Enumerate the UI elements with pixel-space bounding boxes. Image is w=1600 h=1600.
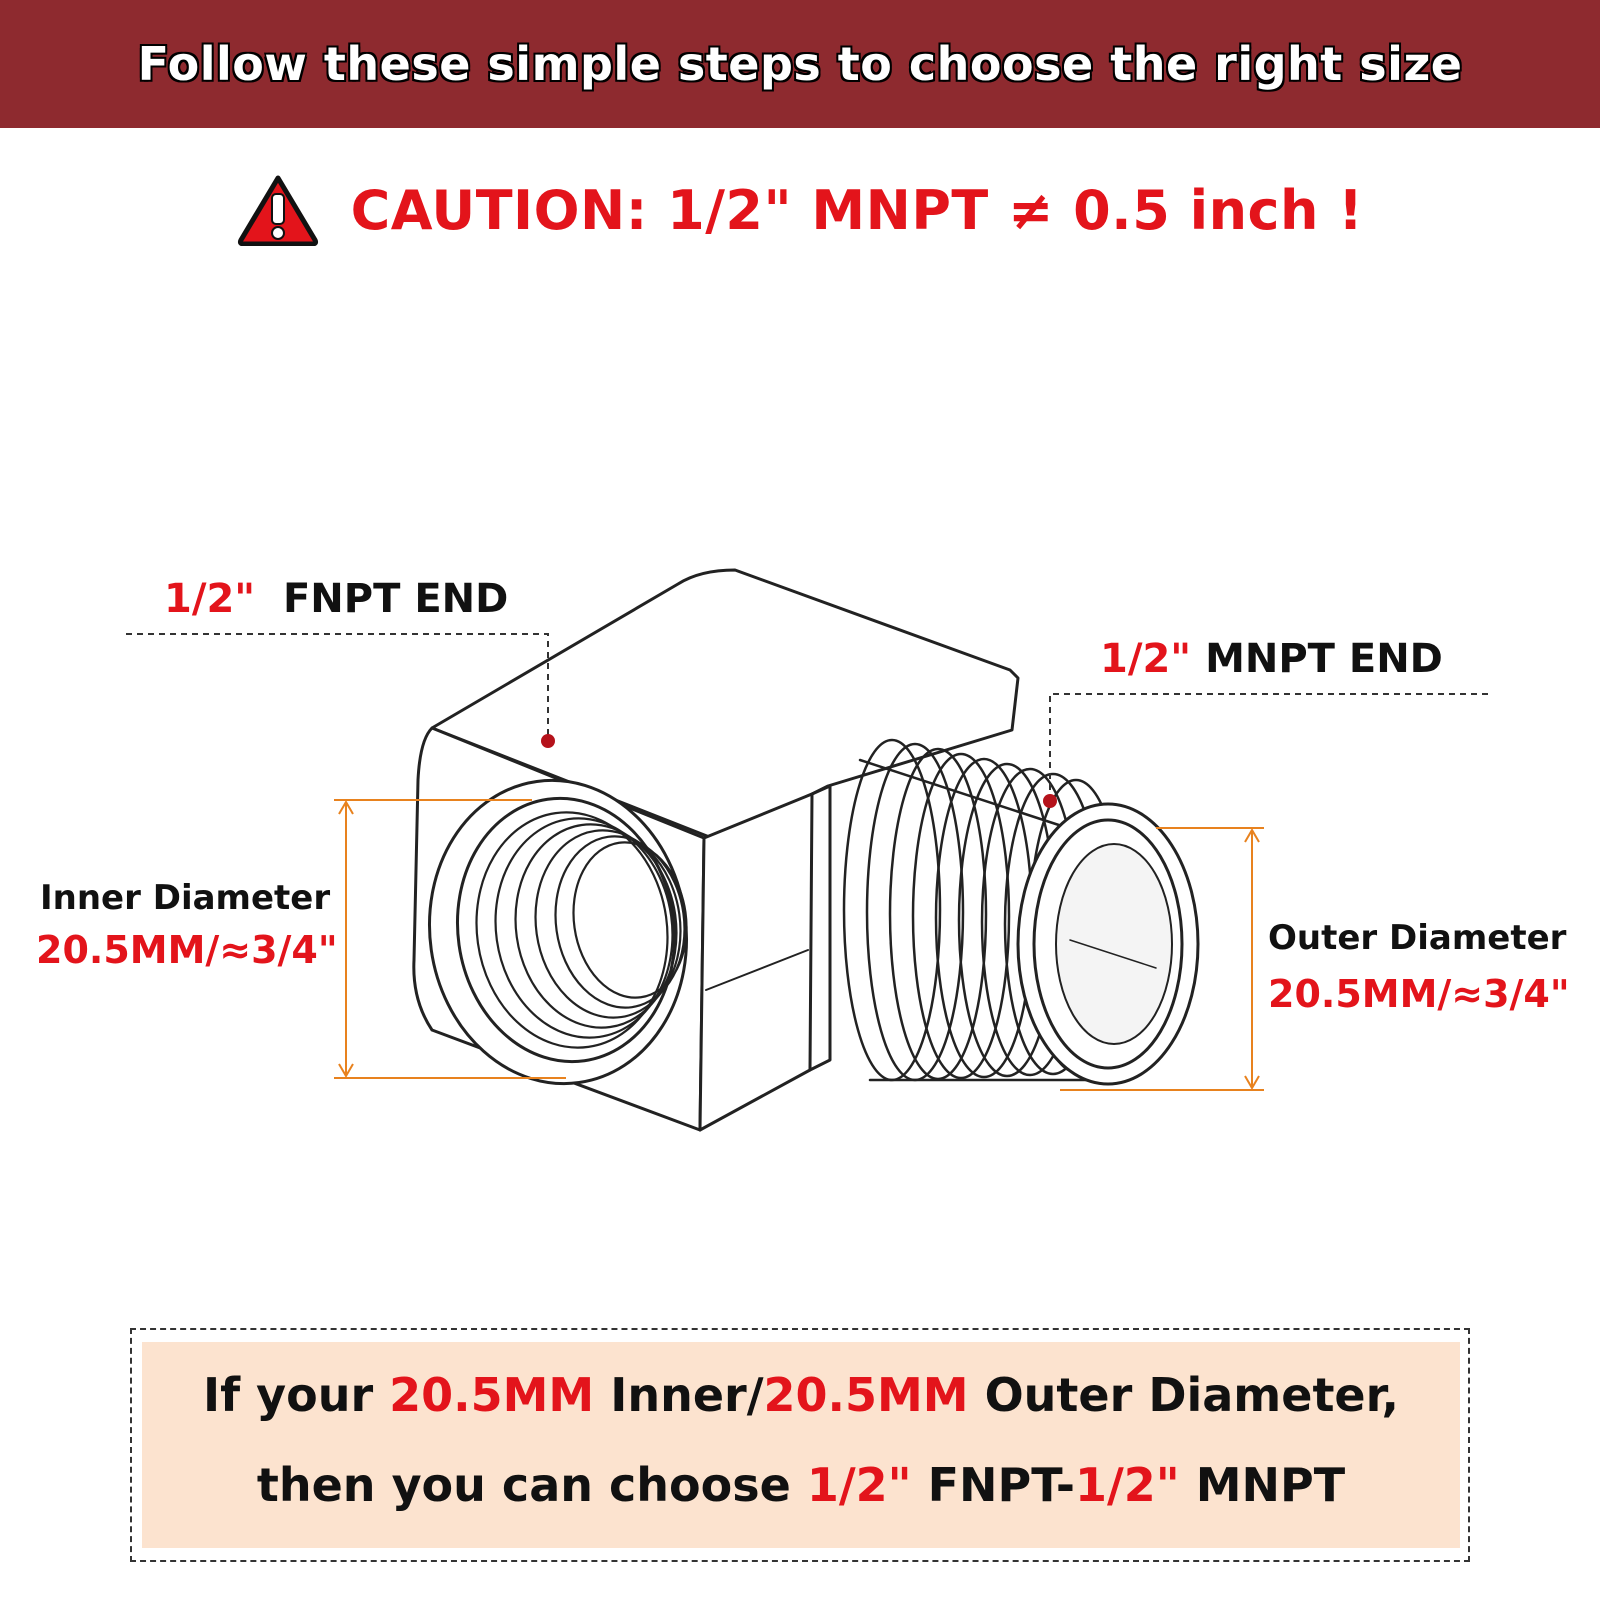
note-line1-text-a: If your [202, 1368, 390, 1422]
outer-diameter-title: Outer Diameter [1268, 918, 1567, 958]
note-mnpt-size: 1/2" [1074, 1458, 1180, 1512]
header-banner: Follow these simple steps to choose the … [0, 0, 1600, 128]
mnpt-end-size: 1/2" [1100, 636, 1192, 682]
note-box [142, 1342, 1460, 1548]
fnpt-leader-line [126, 633, 555, 748]
note-outer-value: 20.5MM [763, 1368, 969, 1422]
banner-title: Follow these simple steps to choose the … [136, 36, 1463, 93]
warning-triangle-icon [237, 175, 318, 246]
note-line-1: If your 20.5MM Inner/20.5MM Outer Diamet… [142, 1368, 1460, 1422]
fnpt-end-label: 1/2" FNPT END [164, 576, 508, 622]
caution-line: CAUTION: 1/2" MNPT ≠ 0.5 inch ! [0, 170, 1600, 250]
note-line1-text-b: Inner/ [594, 1368, 764, 1422]
caution-text: CAUTION: 1/2" MNPT ≠ 0.5 inch ! [350, 178, 1364, 242]
mnpt-end-label: 1/2" MNPT END [1100, 636, 1443, 682]
note-fnpt-size: 1/2" [806, 1458, 912, 1512]
note-dashed-frame [130, 1328, 1470, 1562]
note-line-2: then you can choose 1/2" FNPT-1/2" MNPT [142, 1458, 1460, 1512]
mnpt-leader-line [1043, 693, 1488, 808]
note-inner-value: 20.5MM [389, 1368, 595, 1422]
inner-diameter-title: Inner Diameter [40, 878, 331, 918]
note-line1-text-c: Outer Diameter, [968, 1368, 1400, 1422]
outer-diameter-dimension [1060, 827, 1264, 1091]
fnpt-end-name: FNPT END [282, 576, 509, 622]
note-line2-text-c: MNPT [1179, 1458, 1346, 1512]
inner-diameter-dimension [334, 799, 566, 1079]
fnpt-end-size: 1/2" [164, 576, 256, 622]
inner-diameter-value: 20.5MM/≈3/4" [36, 928, 338, 972]
note-line2-text-a: then you can choose [256, 1458, 807, 1512]
outer-diameter-value: 20.5MM/≈3/4" [1268, 972, 1570, 1016]
note-line2-text-b: FNPT- [911, 1458, 1075, 1512]
mnpt-end-name: MNPT END [1205, 636, 1443, 682]
